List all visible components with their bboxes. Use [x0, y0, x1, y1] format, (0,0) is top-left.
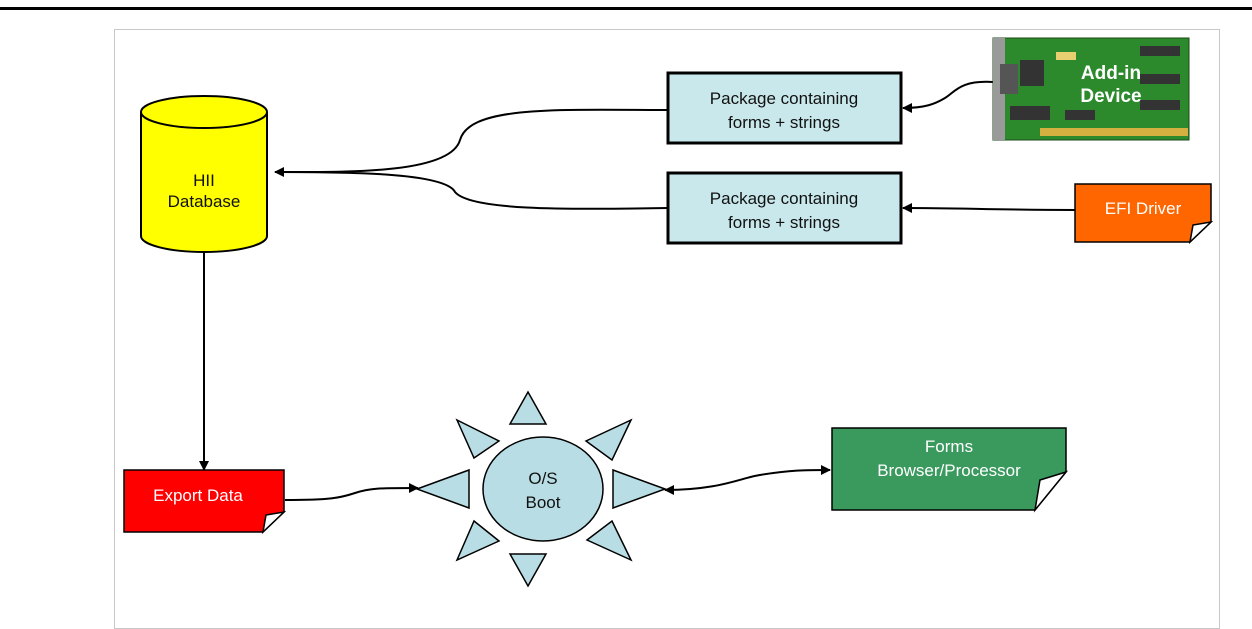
diagram-canvas: HII Database Package containing forms + …: [123, 37, 1214, 588]
hii-database-node: HII Database: [140, 95, 268, 253]
export-data-node: Export Data: [123, 469, 287, 535]
efi-driver-label: EFI Driver: [1105, 199, 1182, 218]
forms-browser-line2: Browser/Processor: [877, 461, 1021, 480]
connector-device-to-top-package: [902, 80, 994, 113]
package-bottom-node: Package containing forms + strings: [666, 171, 903, 245]
forms-browser-line1: Forms: [925, 437, 973, 456]
top-rule: [0, 7, 1252, 10]
addin-device-line2: Device: [1080, 86, 1141, 107]
addin-device-node: Add-in Device: [992, 37, 1190, 141]
os-boot-line1: O/S: [528, 469, 557, 488]
forms-browser-node: Forms Browser/Processor: [831, 427, 1069, 513]
export-data-label: Export Data: [153, 486, 243, 505]
hii-database-line1: HII: [193, 171, 215, 190]
addin-device-line1: Add-in: [1081, 63, 1141, 84]
package-top-node: Package containing forms + strings: [666, 71, 903, 145]
os-boot-node: O/S Boot: [414, 390, 668, 588]
connector-top-package-to-database: [274, 108, 669, 178]
connector-bottom-package-to-database: [274, 171, 669, 210]
package-bottom-line2: forms + strings: [728, 213, 840, 232]
connector-os-boot-to-forms-browser: [664, 465, 831, 495]
package-bottom-line1: Package containing: [710, 189, 858, 208]
os-boot-line2: Boot: [526, 493, 561, 512]
efi-driver-node: EFI Driver: [1074, 183, 1214, 245]
connector-export-to-os-boot: [284, 483, 419, 501]
package-top-line1: Package containing: [710, 89, 858, 108]
hii-database-line2: Database: [168, 192, 241, 211]
connector-efi-to-bottom-package: [902, 203, 1076, 214]
os-boot-rays: [414, 390, 668, 588]
package-top-line2: forms + strings: [728, 113, 840, 132]
